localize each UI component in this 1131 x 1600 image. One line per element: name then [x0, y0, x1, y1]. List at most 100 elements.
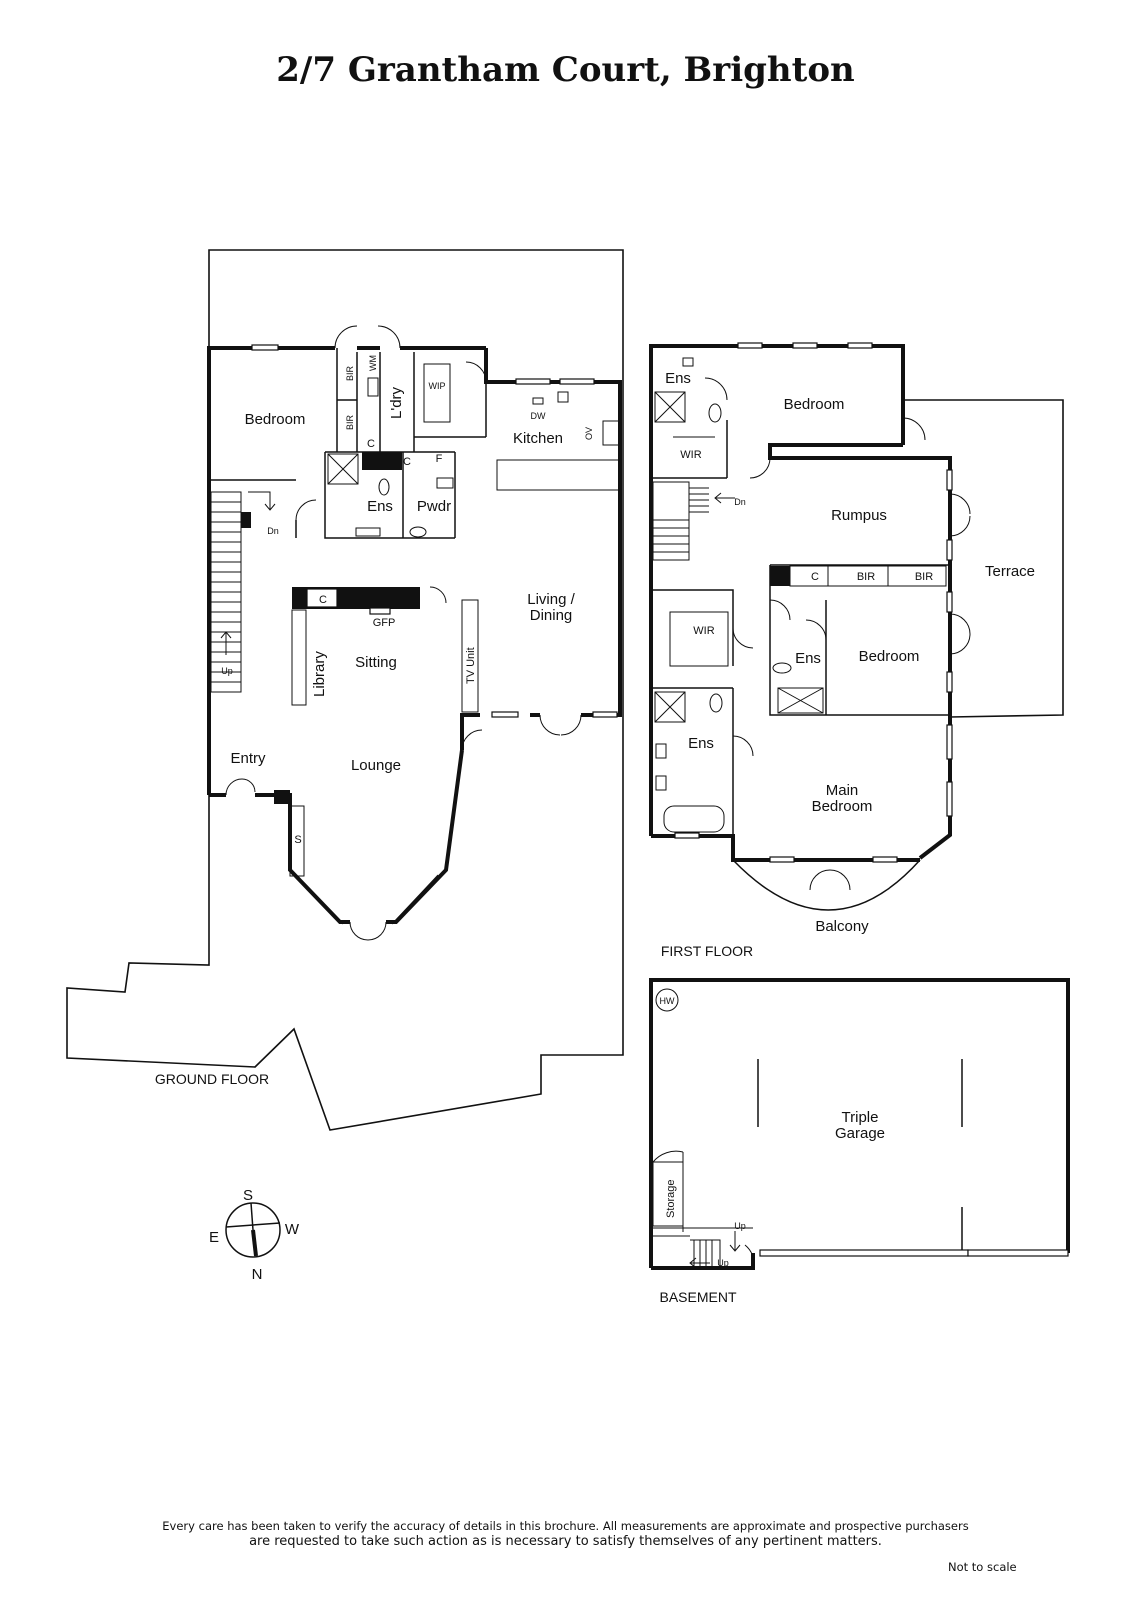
room-label-ensuite: Ens: [795, 650, 821, 667]
stair-label-up: Up: [717, 1258, 729, 1268]
room-label-bedroom: Bedroom: [245, 411, 306, 428]
shower-cross: [654, 391, 686, 423]
ground-window: [515, 378, 551, 385]
ground-labels: Bedroom BIR BIR WM L'dry WIP C C F DW OV…: [155, 355, 594, 1087]
room-label-cupboard: C: [319, 594, 327, 606]
up-arrow: [220, 631, 232, 655]
compass-label-s: S: [243, 1187, 253, 1204]
shower-cross: [327, 453, 359, 485]
ensuite-2-shower: [777, 687, 824, 714]
first-window: [792, 342, 818, 349]
shower-base: [327, 453, 359, 485]
disclaimer-line-1: Every care has been taken to verify the …: [162, 1519, 969, 1533]
floor-label-first: FIRST FLOOR: [661, 943, 753, 959]
room-label-entry: Entry: [230, 750, 266, 767]
up-arrow-2: [689, 1257, 710, 1269]
page-title: 2/7 Grantham Court, Brighton: [276, 50, 855, 90]
room-label-laundry: L'dry: [388, 386, 405, 419]
room-label-wm: WM: [368, 355, 378, 371]
ground-window: [592, 711, 618, 718]
room-label-sitting: Sitting: [355, 654, 397, 671]
first-window: [946, 724, 953, 760]
compass-n-needle: [251, 1229, 258, 1257]
room-label-oven: OV: [584, 427, 594, 440]
ground-window: [491, 711, 519, 718]
compass-label-w: W: [285, 1221, 300, 1238]
room-label-ensuite: Ens: [665, 370, 691, 387]
down-arrow: [714, 492, 735, 504]
compass-rose: [225, 1202, 281, 1258]
toilet: [378, 478, 390, 496]
room-label-ensuite: Ens: [367, 498, 393, 515]
stair-post: [241, 512, 251, 528]
sitting-cupboard: [306, 588, 338, 608]
first-interior-walls: [651, 420, 950, 836]
entry-post: [274, 790, 290, 804]
first-window: [769, 856, 795, 863]
room-label-bedroom: Bedroom: [859, 648, 920, 665]
room-label-bir: BIR: [345, 414, 355, 430]
room-label-bir: BIR: [345, 365, 355, 381]
ground-site-boundary: [66, 249, 624, 1131]
cupboard-post: [770, 566, 790, 586]
vanity-basin: [655, 743, 667, 759]
room-label-main-bedroom-1: Main: [826, 782, 859, 799]
room-label-balcony: Balcony: [815, 918, 869, 935]
room-label-powder: Pwdr: [417, 498, 451, 515]
first-window: [946, 539, 953, 561]
floor-label-ground: GROUND FLOOR: [155, 1071, 269, 1087]
shower-cross: [654, 691, 686, 723]
dishwasher-box: [532, 397, 544, 405]
room-label-rumpus: Rumpus: [831, 507, 887, 524]
basement-labels: HW Triple Garage Storage Up Up BASEMENT: [659, 996, 885, 1305]
stair-treads: [653, 487, 709, 553]
wm-machine: [367, 377, 379, 397]
ensuite-3-shower: [654, 691, 686, 723]
stair-label-up: Up: [734, 1221, 746, 1231]
ensuite-vanity: [355, 527, 381, 537]
toilet: [708, 403, 722, 423]
compass-label-e: E: [209, 1229, 219, 1246]
ensuite-cabinet: [362, 452, 402, 470]
room-label-cupboard: C: [367, 438, 375, 450]
down-arrow: [248, 491, 276, 511]
storage-door: [652, 1150, 684, 1232]
first-window: [946, 671, 953, 693]
room-label-bir: BIR: [915, 571, 933, 583]
compass-label-n: N: [252, 1266, 263, 1283]
shower-cross: [777, 687, 824, 714]
ensuite-shower: [654, 391, 686, 423]
not-to-scale-note: Not to scale: [948, 1560, 1017, 1574]
first-doors: [704, 377, 971, 891]
stair-label-up: Up: [221, 666, 233, 676]
room-label-library: Library: [311, 651, 328, 697]
first-staircase: [652, 481, 735, 561]
room-label-terrace: Terrace: [985, 563, 1035, 580]
first-window: [737, 342, 763, 349]
up-arrow-1: [729, 1231, 741, 1252]
first-floor-plan: [649, 342, 1064, 911]
bir-box-2: [887, 565, 947, 587]
room-label-wir: WIR: [693, 625, 714, 637]
powder-basin: [436, 477, 454, 489]
compass-s-line: [250, 1202, 254, 1231]
first-exterior-walls: [649, 344, 952, 862]
kitchen-island: [496, 459, 620, 491]
oven-cooktop: [602, 420, 620, 446]
floor-label-basement: BASEMENT: [659, 1289, 736, 1305]
room-label-cupboard: C: [811, 571, 819, 583]
toilet: [772, 662, 792, 674]
room-label-fridge: F: [436, 453, 443, 465]
compass-circle: [225, 1202, 281, 1258]
first-window: [872, 856, 898, 863]
wip-door: [423, 363, 451, 423]
disclaimer-line-2: are requested to take such action as is …: [249, 1533, 882, 1549]
first-window: [674, 832, 700, 839]
stair-label-down: Dn: [267, 526, 279, 536]
compass-labels: S E W N: [209, 1187, 300, 1283]
room-label-kitchen: Kitchen: [513, 430, 563, 447]
room-label-storage: Storage: [665, 1179, 677, 1218]
terrace-boundary: [904, 399, 1064, 718]
ground-doors: [225, 325, 582, 941]
ground-staircase: [210, 491, 276, 693]
